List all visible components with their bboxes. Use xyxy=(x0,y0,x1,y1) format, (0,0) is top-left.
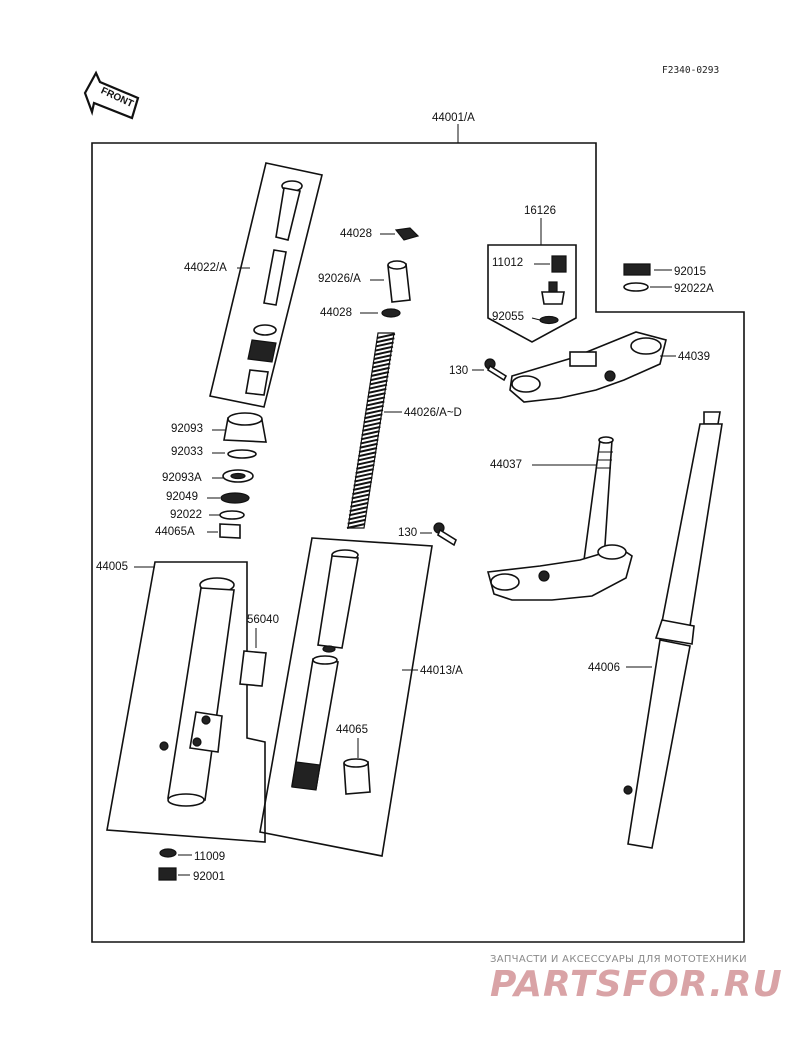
label-44028-lower: 44028 xyxy=(320,307,352,319)
fork-leg-44006 xyxy=(623,411,723,849)
outer-tube-44005 xyxy=(159,577,235,807)
assembly-frame-16126 xyxy=(487,244,577,343)
upper-bracket-44039 xyxy=(509,331,667,403)
front-arrow-icon: FRONT xyxy=(83,70,140,120)
label-44022A: 44022/A xyxy=(184,262,227,274)
label-11009: 11009 xyxy=(194,851,225,863)
label-44006: 44006 xyxy=(588,662,620,674)
steering-stem-44037 xyxy=(486,436,633,601)
washer-92022A xyxy=(623,282,649,292)
washer-11009 xyxy=(159,848,177,858)
damper-rod-part xyxy=(245,180,303,396)
label-92033: 92033 xyxy=(171,446,203,458)
oil-seal-92093A xyxy=(222,469,254,483)
assembly-frame-44013 xyxy=(259,537,433,857)
label-130-upper: 130 xyxy=(449,365,468,377)
label-92049: 92049 xyxy=(166,491,198,503)
washer-44028-lower xyxy=(381,308,401,318)
label-92001: 92001 xyxy=(193,871,225,883)
watermark-logo: PARTSFOR.RU xyxy=(490,964,783,1005)
label-44065A: 44065A xyxy=(155,526,195,538)
washer-44028-top xyxy=(394,227,420,241)
label-92022A: 92022A xyxy=(674,283,714,295)
label-11012: 11012 xyxy=(492,257,523,269)
assembly-frame-44022 xyxy=(209,162,323,408)
label-92055: 92055 xyxy=(492,311,524,323)
label-44001A: 44001/A xyxy=(432,112,475,124)
circlip-92033 xyxy=(227,449,257,459)
label-92026A: 92026/A xyxy=(318,273,361,285)
label-44013A: 44013/A xyxy=(420,665,463,677)
bolt-92001 xyxy=(158,867,177,881)
label-56040: 56040 xyxy=(247,614,279,626)
watermark-tagline: ЗАПЧАСТИ И АКСЕССУАРЫ ДЛЯ МОТОТЕХНИКИ xyxy=(490,954,747,965)
fork-spring-44026 xyxy=(346,332,396,529)
label-44028-top: 44028 xyxy=(340,228,372,240)
label-92015: 92015 xyxy=(674,266,706,278)
label-44005: 44005 xyxy=(96,561,128,573)
bolt-130-lower xyxy=(433,522,457,547)
label-44026: 44026/A~D xyxy=(404,407,462,419)
spacer-92026 xyxy=(387,260,411,303)
reflector-56040 xyxy=(239,650,267,687)
assembly-frame-44001 xyxy=(91,142,745,943)
label-44039: 44039 xyxy=(678,351,710,363)
bolt-130-upper xyxy=(484,358,508,382)
nut-92015 xyxy=(623,263,651,276)
label-92093: 92093 xyxy=(171,423,203,435)
cap-11012 xyxy=(551,255,567,273)
bushing-44065 xyxy=(343,758,371,795)
diagram-ref-code: F2340-0293 xyxy=(662,65,719,76)
air-valve-92055 xyxy=(539,281,565,325)
dust-seal-92093 xyxy=(223,412,267,443)
label-92093A: 92093A xyxy=(162,472,202,484)
label-44037: 44037 xyxy=(490,459,522,471)
inner-tube-44013 xyxy=(291,549,359,791)
assembly-frame-44005 xyxy=(106,561,266,843)
bushing-44065A xyxy=(219,523,241,539)
label-44065: 44065 xyxy=(336,724,368,736)
seal-92049 xyxy=(220,492,250,504)
label-130-lower: 130 xyxy=(398,527,417,539)
washer-92022 xyxy=(219,510,245,520)
label-16126: 16126 xyxy=(524,205,556,217)
label-92022: 92022 xyxy=(170,509,202,521)
